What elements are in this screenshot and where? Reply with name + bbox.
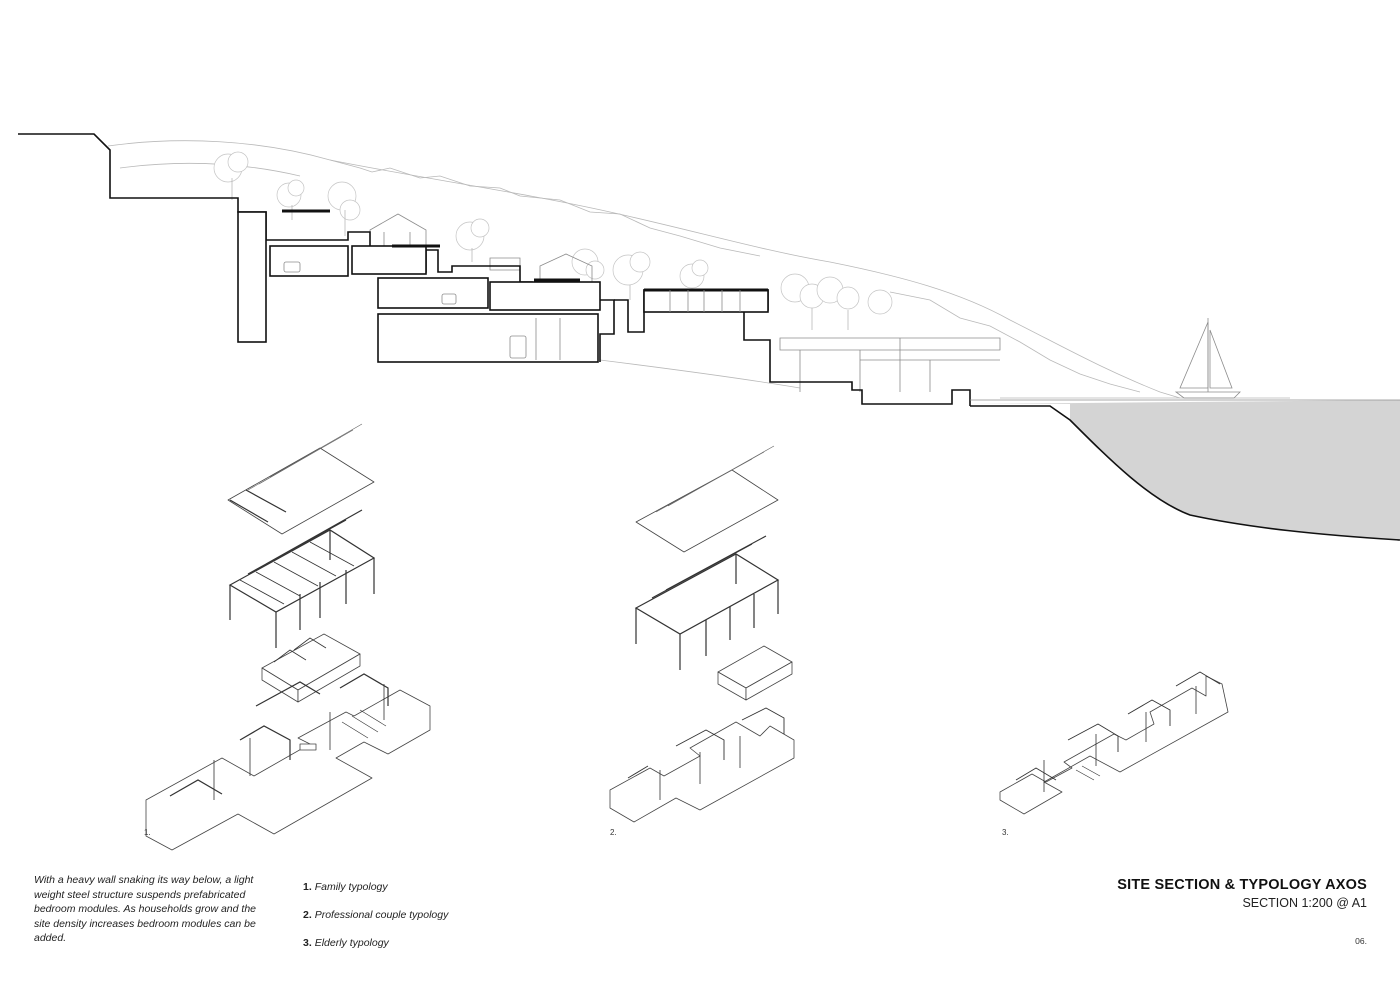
legend-label: Professional couple typology [314,909,449,921]
figure-label-2: 2. [610,828,617,837]
typology-legend: 1. Family typology 2. Professional coupl… [303,873,448,957]
sheet-subtitle: SECTION 1:200 @ A1 [1242,896,1367,910]
site-section [18,133,1400,541]
legend-item: 3. Elderly typology [303,929,448,957]
section-cut-line [18,133,971,406]
page-number: 06. [1355,936,1367,946]
steel-frame-2 [634,535,780,670]
axo-family-typology [145,423,431,851]
roof-panel-exploded [227,447,375,535]
legend-item: 1. Family typology [303,873,448,901]
heavy-wall-base-3 [999,675,1229,815]
legend-number: 1. [303,881,312,893]
figure-label-1: 1. [144,828,151,837]
steel-frame [228,509,376,648]
background-trees [213,151,893,330]
legend-item: 2. Professional couple typology [303,901,448,929]
sheet-title: SITE SECTION & TYPOLOGY AXOS [1117,877,1367,893]
sea-water [970,399,1400,541]
figure-label-3: 3. [1002,828,1009,837]
description-text: With a heavy wall snaking its way below,… [34,874,256,944]
legend-label: Family typology [314,881,388,893]
legend-label: Elderly typology [314,937,389,949]
heavy-wall-base-2 [609,721,795,823]
axo-elderly-typology [999,671,1229,815]
axo-professional-couple-typology [609,445,795,823]
terrain-background [107,140,1290,399]
sailboat [1174,318,1241,399]
legend-number: 2. [303,909,312,921]
legend-number: 3. [303,937,312,949]
heavy-wall-base [145,673,431,851]
title-block: SITE SECTION & TYPOLOGY AXOS SECTION 1:2… [1117,877,1367,910]
